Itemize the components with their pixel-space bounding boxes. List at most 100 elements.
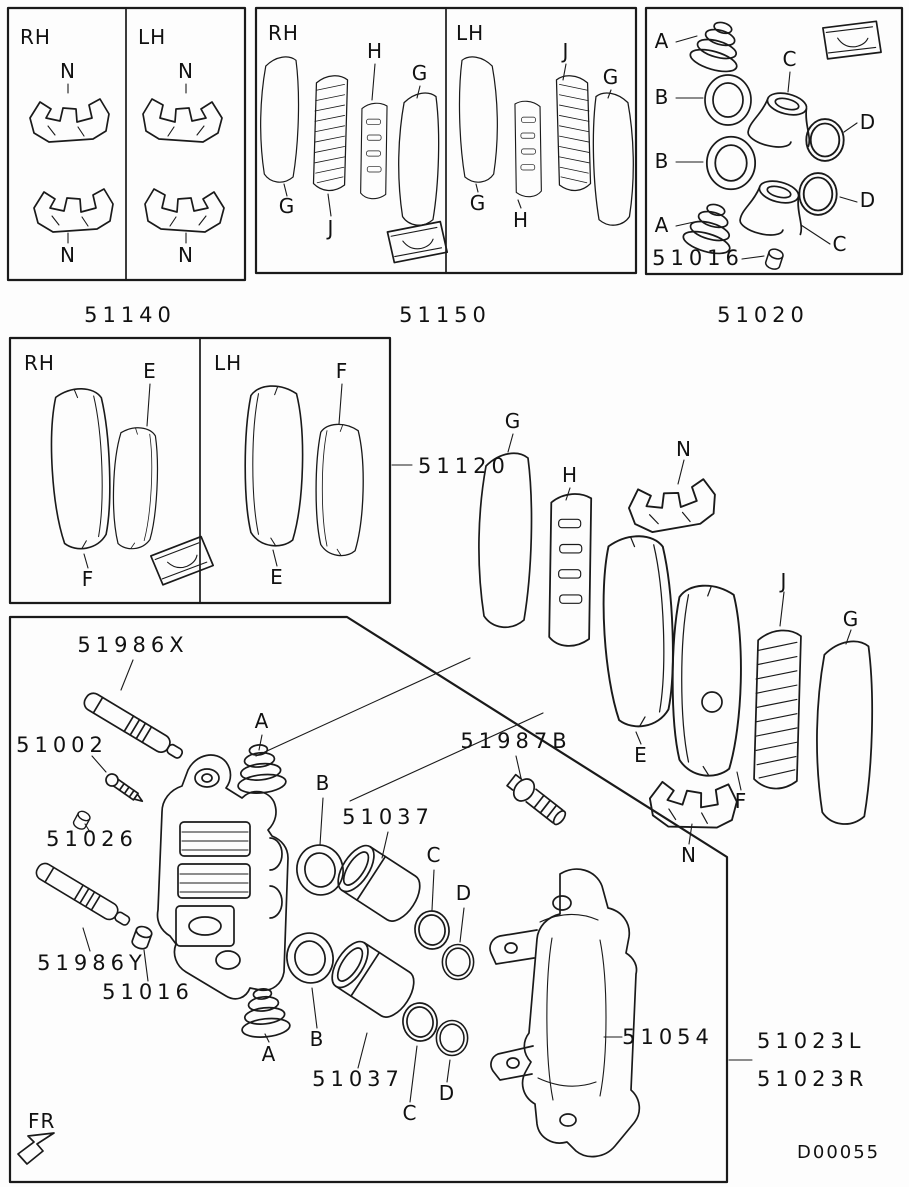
piston-seal-drawing: [291, 839, 349, 901]
caliper-body-drawing: [156, 754, 289, 1000]
clip-kit-box: [6, 6, 247, 282]
side-label-rh: RH: [20, 25, 51, 49]
pad-kit-box: [8, 336, 413, 605]
callout-letter-f: F: [82, 567, 95, 591]
part-number-51002: 51002: [16, 733, 108, 757]
callout-letter-g: G: [470, 191, 487, 215]
slotted-shim-drawing: [548, 493, 593, 647]
brake-pad-drawing: [109, 426, 161, 551]
side-label-rh: RH: [268, 21, 299, 45]
label-layer: RH LH N N N N 51140 RH LH H G G J J G G …: [16, 21, 880, 1163]
side-label-lh: LH: [138, 25, 166, 49]
bleeder-screw-drawing: [102, 770, 147, 807]
small-cap-drawing: [763, 246, 786, 272]
piston-boot-drawing: [745, 85, 821, 157]
side-label-lh: LH: [214, 351, 242, 375]
boot-ring-drawing: [441, 943, 475, 981]
piston-seal-drawing: [281, 927, 339, 989]
assembly-enclosure: [8, 615, 729, 1184]
piston-boot-drawing: [399, 999, 441, 1045]
hatched-shim-drawing: [312, 75, 349, 192]
boot-ring-drawing: [798, 172, 838, 216]
callout-letter-d: D: [860, 188, 876, 212]
callout-letter-g: G: [505, 409, 522, 433]
brake-pad-drawing: [671, 584, 742, 777]
part-number-51016: 51016: [102, 980, 194, 1004]
outer-shim-drawing: [398, 92, 440, 226]
callout-letter-e: E: [143, 359, 157, 383]
callout-letter-c: C: [427, 843, 442, 867]
callout-letter-e: E: [634, 743, 648, 767]
drawing-layer: [6, 6, 904, 1184]
piston-drawing: [330, 838, 429, 929]
callout-letter-a: A: [255, 709, 270, 733]
callout-letter-d: D: [860, 110, 876, 134]
caliper-assembly: [32, 659, 753, 1158]
retaining-clip-drawing: [625, 477, 720, 536]
part-number-51026: 51026: [46, 827, 138, 851]
part-number-51016: 51016: [652, 246, 744, 270]
pin-cap-drawing: [129, 923, 155, 952]
callout-letter-e: E: [270, 565, 284, 589]
drawing-number: D00055: [797, 1142, 880, 1163]
retaining-clip-drawing: [142, 98, 223, 143]
callout-letter-h: H: [513, 208, 529, 232]
wear-sensor-bolt-drawing: [503, 769, 571, 831]
callout-letter-b: B: [655, 85, 670, 109]
callout-letter-n: N: [681, 843, 697, 867]
part-number-51986X: 51986X: [77, 633, 188, 657]
callout-letter-b: B: [310, 1027, 325, 1051]
part-number-51037: 51037: [312, 1067, 404, 1091]
callout-letter-j: J: [779, 569, 788, 593]
front-marker-label: FR: [28, 1109, 55, 1133]
callout-letter-n: N: [60, 59, 76, 83]
callout-letter-h: H: [367, 39, 383, 63]
grease-sachet-drawing: [817, 13, 887, 67]
callout-letter-a: A: [262, 1042, 277, 1066]
part-number-51023R: 51023R: [757, 1067, 868, 1091]
slotted-shim-drawing: [360, 102, 388, 200]
callout-letter-j: J: [326, 216, 335, 240]
pin-boot-drawing: [687, 15, 749, 77]
carrier-drawing: [489, 868, 641, 1158]
callout-letter-n: N: [676, 437, 692, 461]
boot-ring-drawing: [435, 1019, 469, 1057]
leader-lines: [67, 83, 187, 244]
hatched-shim-drawing: [555, 75, 592, 192]
pad-stack: [478, 433, 874, 845]
callout-letter-n: N: [178, 243, 194, 267]
callout-letter-g: G: [843, 607, 860, 631]
outer-shim-drawing: [458, 56, 498, 183]
callout-letter-c: C: [833, 232, 848, 256]
leader-lines: [283, 63, 612, 217]
callout-letter-g: G: [603, 65, 620, 89]
pad-hole: [701, 691, 723, 713]
part-number-51054: 51054: [622, 1025, 714, 1049]
guide-pin-drawing: [32, 859, 134, 931]
hatched-shim-drawing: [753, 629, 802, 790]
boot-ring-drawing: [805, 118, 845, 162]
part-number-51986Y: 51986Y: [37, 951, 147, 975]
callout-letter-b: B: [655, 149, 670, 173]
slotted-shim-drawing: [514, 100, 542, 198]
outer-shim-drawing: [816, 640, 874, 825]
callout-letter-h: H: [562, 463, 578, 487]
callout-letter-g: G: [279, 194, 296, 218]
part-number-51987B: 51987B: [460, 729, 571, 753]
callout-letter-b: B: [316, 771, 331, 795]
outer-shim-drawing: [478, 452, 533, 629]
retaining-clip-drawing: [29, 98, 110, 143]
outer-shim-drawing: [592, 92, 634, 226]
retaining-clip-drawing: [144, 188, 225, 233]
callout-letter-c: C: [783, 47, 798, 71]
brake-pad-drawing: [48, 387, 114, 551]
callout-letter-f: F: [336, 359, 349, 383]
grease-sachet-drawing: [148, 534, 216, 587]
shim-kit-box: [254, 6, 638, 275]
side-label-rh: RH: [24, 351, 55, 375]
piston-seal-drawing: [704, 74, 752, 126]
callout-letter-f: F: [735, 789, 748, 813]
callout-letter-j: J: [561, 39, 570, 63]
